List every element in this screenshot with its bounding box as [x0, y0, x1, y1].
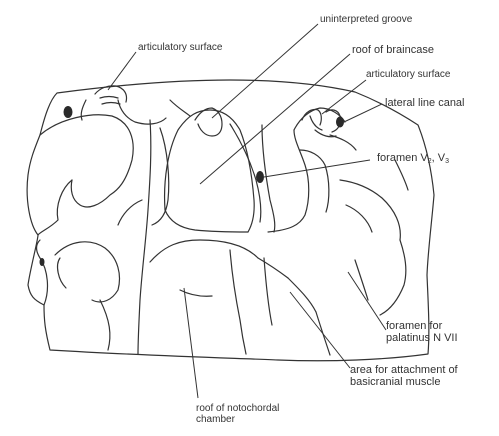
- lateral-line-canal-dot: [336, 117, 344, 128]
- label-foramen-palatinus-line-1: foramen for: [386, 320, 458, 332]
- leader-uninterpreted-groove: [212, 24, 318, 118]
- label-articulatory-surface-left: articulatory surface: [138, 42, 222, 53]
- label-articulatory-surface-right: articulatory surface: [366, 69, 450, 80]
- label-notochordal-chamber: roof of notochordal chamber: [196, 403, 279, 425]
- label-notochordal-line-1: roof of notochordal: [196, 403, 279, 414]
- left-foramen-dot: [64, 106, 73, 118]
- leader-roof-braincase: [200, 54, 350, 184]
- label-foramen-palatinus: foramen for palatinus N VII: [386, 320, 458, 344]
- label-uninterpreted-groove: uninterpreted groove: [320, 14, 412, 25]
- label-lateral-line-canal: lateral line canal: [385, 97, 465, 109]
- label-basicranial-line-1: area for attachment of: [350, 364, 458, 376]
- leader-palatinus: [348, 272, 386, 330]
- foramen-v-prefix: foramen V: [377, 152, 428, 164]
- foramen-v-dot: [256, 171, 264, 183]
- label-basicranial-line-2: basicranial muscle: [350, 376, 458, 388]
- leader-foramen-v: [264, 160, 370, 177]
- leader-notochordal: [184, 288, 198, 398]
- small-left-dot: [40, 258, 45, 266]
- foramen-v-sub-2: 3: [445, 158, 449, 165]
- foramen-v-sep: , V: [432, 152, 445, 164]
- label-foramen-v: foramen V2, V3: [377, 152, 449, 164]
- specimen-outline: [27, 80, 434, 361]
- label-notochordal-line-2: chamber: [196, 414, 279, 425]
- leader-basicranial: [290, 292, 350, 368]
- leader-articulatory-right: [322, 80, 366, 114]
- braincase-roof: [165, 110, 255, 232]
- label-foramen-palatinus-line-2: palatinus N VII: [386, 332, 458, 344]
- leader-lateral-line-canal: [344, 104, 382, 122]
- label-basicranial-muscle: area for attachment of basicranial muscl…: [350, 364, 458, 388]
- label-roof-of-braincase: roof of braincase: [352, 44, 434, 56]
